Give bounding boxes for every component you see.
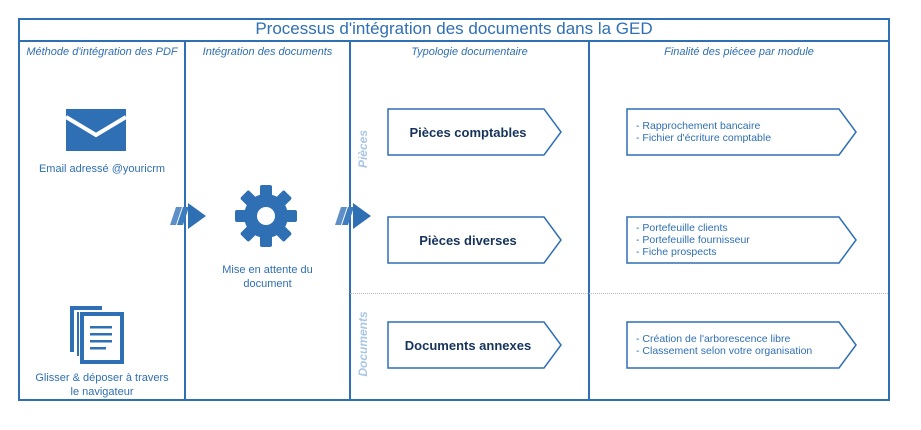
section-separator	[350, 293, 888, 294]
finalite-item: - Fichier d'écriture comptable	[636, 132, 772, 144]
finalite-item: - Rapprochement bancaire	[636, 120, 761, 132]
section-label-documents: Documents	[356, 311, 370, 377]
type-box-documents-annexes: Documents annexes	[387, 321, 563, 369]
finalite-box-1: - Rapprochement bancaire - Fichier d'écr…	[626, 108, 858, 156]
email-label: Email adressé @youricrm	[38, 163, 166, 175]
type-label: Pièces diverses	[419, 232, 517, 248]
finalite-item: - Création de l'arborescence libre	[636, 333, 791, 345]
column-header-typologie: Typologie documentaire	[411, 46, 528, 58]
integration-label-line2: document	[243, 278, 292, 290]
diagram-frame	[18, 18, 890, 401]
gear-icon	[234, 184, 298, 253]
type-box-pieces-diverses: Pièces diverses	[387, 216, 563, 264]
section-label-pieces: Pièces	[356, 129, 370, 169]
finalite-item: - Portefeuille clients	[636, 222, 728, 234]
type-box-pieces-comptables: Pièces comptables	[387, 108, 563, 156]
column-header-integration: Intégration des documents	[202, 46, 333, 58]
finalite-item: - Portefeuille fournisseur	[636, 234, 750, 246]
flow-arrow-2-icon	[333, 203, 373, 234]
column-divider-3	[588, 42, 590, 399]
envelope-icon	[64, 109, 128, 156]
column-header-finalite: Finalité des piécee par module	[664, 46, 814, 58]
diagram-title: Processus d'intégration des documents da…	[18, 18, 890, 42]
column-header-methode: Méthode d'intégration des PDF	[26, 46, 178, 58]
flow-arrow-1-icon	[168, 203, 208, 234]
integration-label-line1: Mise en attente du	[222, 264, 313, 276]
finalite-box-3: - Création de l'arborescence libre - Cla…	[626, 321, 858, 369]
column-divider-1	[184, 42, 186, 399]
dragdrop-label-line1: Glisser & déposer à travers	[35, 372, 169, 384]
finalite-item: - Classement selon votre organisation	[636, 345, 813, 357]
finalite-box-2: - Portefeuille clients - Portefeuille fo…	[626, 216, 858, 264]
type-label: Pièces comptables	[409, 124, 527, 140]
documents-icon	[68, 304, 126, 369]
type-label: Documents annexes	[404, 337, 532, 353]
finalite-item: - Fiche prospects	[636, 246, 717, 258]
column-divider-2	[349, 42, 351, 399]
dragdrop-label-line2: le navigateur	[70, 386, 134, 398]
